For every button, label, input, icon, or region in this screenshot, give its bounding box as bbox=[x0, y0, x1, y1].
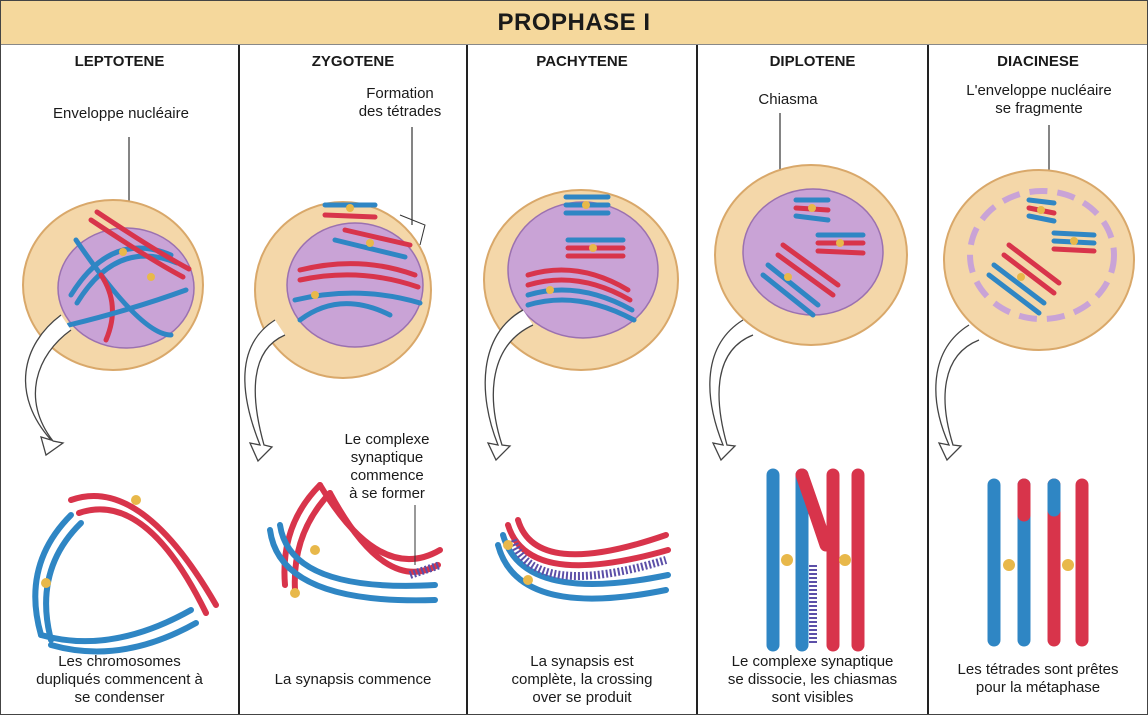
zoom-arrow bbox=[710, 320, 753, 460]
synaptic-complex-label: Le complexe synaptique commence à se for… bbox=[332, 431, 442, 503]
stage-caption: La synapsis commence bbox=[240, 671, 466, 689]
label-line: à se former bbox=[332, 485, 442, 503]
figure-title: PROPHASE I bbox=[497, 9, 650, 37]
leptotene-illustration bbox=[1, 45, 238, 714]
zoom-arrow bbox=[26, 315, 71, 455]
stage-diacinese: DIACINESE L'enveloppe nucléaire se fragm… bbox=[929, 45, 1147, 714]
stage-caption: Le complexe synaptique se dissocie, les … bbox=[698, 653, 927, 707]
caption-line: sont visibles bbox=[698, 689, 927, 707]
caption-line: Les tétrades sont prêtes bbox=[929, 661, 1147, 679]
stage-zygotene: ZYGOTENE Formation des tétrades bbox=[240, 45, 466, 714]
caption-line: se condenser bbox=[1, 689, 238, 707]
label-line: synaptique bbox=[332, 449, 442, 467]
caption-line: over se produit bbox=[468, 689, 696, 707]
stage-pachytene: PACHYTENE bbox=[468, 45, 696, 714]
label-line: commence bbox=[332, 467, 442, 485]
diacinese-illustration bbox=[929, 45, 1147, 714]
caption-line: se dissocie, les chiasmas bbox=[698, 671, 927, 689]
caption-line: dupliqués commencent à bbox=[1, 671, 238, 689]
caption-line: Le complexe synaptique bbox=[698, 653, 927, 671]
title-banner: PROPHASE I bbox=[1, 1, 1147, 45]
caption-line: complète, la crossing bbox=[468, 671, 696, 689]
stage-caption: Les chromosomes dupliqués commencent à s… bbox=[1, 653, 238, 707]
zoom-arrow bbox=[936, 325, 979, 460]
caption-line: La synapsis est bbox=[468, 653, 696, 671]
caption-line: Les chromosomes bbox=[1, 653, 238, 671]
stage-caption: Les tétrades sont prêtes pour la métapha… bbox=[929, 661, 1147, 697]
caption-line: pour la métaphase bbox=[929, 679, 1147, 697]
zygotene-illustration bbox=[240, 45, 466, 714]
stage-leptotene: LEPTOTENE Enveloppe nucléaire bbox=[1, 45, 238, 714]
pachytene-illustration bbox=[468, 45, 696, 714]
stage-caption: La synapsis est complète, la crossing ov… bbox=[468, 653, 696, 707]
stage-diplotene: DIPLOTENE Chiasma bbox=[698, 45, 927, 714]
diplotene-illustration bbox=[698, 45, 927, 714]
label-line: Le complexe bbox=[332, 431, 442, 449]
caption-line: La synapsis commence bbox=[240, 671, 466, 689]
